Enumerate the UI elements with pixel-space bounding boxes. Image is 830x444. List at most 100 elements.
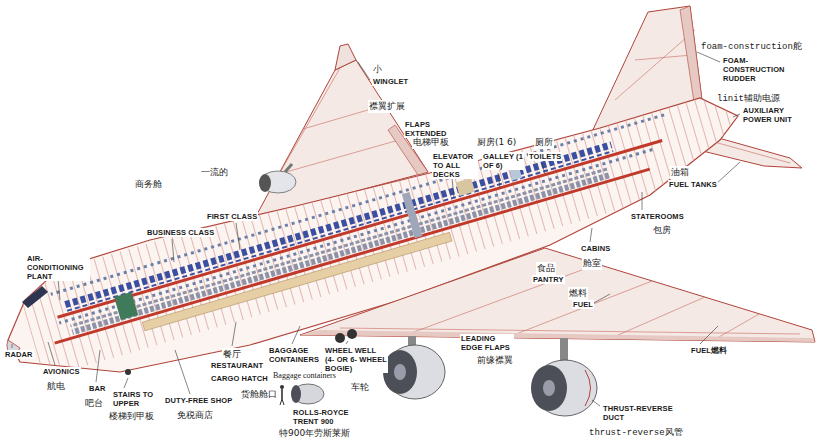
elevator-shaft <box>402 192 423 238</box>
part-label: CARGO HATCH <box>210 374 269 383</box>
part-label: AVIONICS <box>42 367 81 376</box>
leader-lines <box>12 52 740 406</box>
part-label: 楼梯到甲板 <box>108 410 155 423</box>
part-label: foam-construction舵 <box>700 40 803 53</box>
cockpit-windows <box>22 286 48 308</box>
upper-deck-floor <box>57 139 663 319</box>
winglet <box>335 44 356 70</box>
leader-line <box>733 114 740 117</box>
leader-line <box>124 378 128 388</box>
leader-line <box>697 52 720 62</box>
part-label: 免税商店 <box>176 409 214 422</box>
part-label: BUSINESS CLASS <box>146 228 215 237</box>
part-label: 小 <box>372 63 383 76</box>
leader-line <box>592 400 600 406</box>
part-label: PANTRY <box>532 275 565 284</box>
part-label: LEADING EDGE FLAPS <box>460 334 514 352</box>
galley <box>456 178 475 196</box>
leader-line <box>716 162 740 184</box>
part-label: FUEL TANKS <box>668 180 718 189</box>
near-wing <box>300 248 815 342</box>
part-label: 襟翼扩展 <box>368 100 406 113</box>
leader-line <box>452 178 454 198</box>
part-label: AIR-CONDITIONING PLANT <box>26 254 90 281</box>
part-label: 一流的 <box>200 166 229 179</box>
stairs <box>114 292 138 320</box>
part-label: 厕所 <box>534 136 554 149</box>
wing-rib <box>279 138 406 174</box>
thrust-reverse-duct <box>585 370 591 406</box>
part-label: BAR <box>88 384 107 393</box>
part-label: 包房 <box>652 224 672 237</box>
leader-line <box>96 350 100 382</box>
leader-line <box>590 228 592 242</box>
engine-inlet <box>291 385 301 403</box>
part-label: DUTY-FREE SHOP <box>164 396 233 405</box>
fin-rib <box>635 55 692 60</box>
part-label: 货舱舱口 <box>240 388 278 401</box>
leader-line <box>542 163 545 174</box>
part-label: 餐厅 <box>222 348 242 361</box>
wing-rib <box>403 264 598 336</box>
leader-line <box>48 342 55 365</box>
trent-900-engine <box>292 384 324 404</box>
person-figure <box>280 385 284 389</box>
leader-line <box>172 239 174 262</box>
part-label: WHEEL WELL (4- OR 6- WHEEL BOGIE) <box>324 346 388 373</box>
wheel <box>347 329 357 339</box>
leader-line <box>12 344 13 348</box>
part-label: 食品 <box>536 262 556 275</box>
part-label: CABINS <box>580 244 611 253</box>
leader-line <box>592 294 610 304</box>
part-label: ROLLS-ROYCE TRENT 900 <box>292 408 352 426</box>
part-label: WINGLET <box>372 77 409 86</box>
pylon <box>560 338 568 362</box>
part-label: 特900年劳斯莱斯 <box>278 427 351 440</box>
person-figure <box>281 389 283 399</box>
part-label: 油箱 <box>670 166 690 179</box>
pylon <box>285 164 292 172</box>
part-label: FUEL <box>572 300 594 309</box>
leader-line <box>642 192 643 210</box>
part-label: FUEL燃料 <box>690 346 728 356</box>
part-label: RESTAURANT <box>210 361 264 370</box>
part-label: AUXILIARY POWER UNIT <box>742 106 800 124</box>
part-label: 车轮 <box>350 381 370 394</box>
engine-spinner <box>394 364 406 380</box>
leader-line <box>58 279 60 300</box>
part-label: 吧台 <box>84 397 104 410</box>
wheel <box>335 333 345 343</box>
engine-spinner <box>543 380 555 396</box>
leading-edge-flap <box>300 330 815 342</box>
leader-line <box>292 326 300 344</box>
fin-rib <box>615 30 695 100</box>
part-label: 厨房(1 6) <box>476 136 517 149</box>
rudder <box>680 6 702 102</box>
person-figure <box>282 399 284 405</box>
part-label: thrust-reverse风管 <box>588 426 684 439</box>
far-engine <box>260 171 296 193</box>
leader-line <box>700 326 718 344</box>
part-label: 电梯甲板 <box>412 136 450 149</box>
part-label: RADAR <box>4 350 34 359</box>
person-figure <box>280 399 282 405</box>
part-label: FOAM-CONSTRUCTION RUDDER <box>722 56 790 83</box>
part-label: 燃料 <box>568 287 588 300</box>
leader-line <box>358 62 370 80</box>
part-label: 舱室 <box>582 257 602 270</box>
part-label: ELEVATOR TO ALL DECKS <box>432 152 478 179</box>
part-label: FIRST CLASS <box>206 212 258 221</box>
engine-inlet <box>383 350 417 394</box>
nose-wheel <box>125 369 131 375</box>
engine-inlet <box>531 365 567 411</box>
leader-line <box>498 173 500 188</box>
part-label: 航电 <box>46 380 66 393</box>
leader-line <box>346 341 348 344</box>
part-label: BAGGAGE CONTAINERS <box>268 346 326 364</box>
leader-line <box>236 223 240 250</box>
part-label: TOILETS <box>528 152 562 161</box>
part-label: 商务舱 <box>134 178 163 191</box>
leader-line <box>232 322 236 346</box>
